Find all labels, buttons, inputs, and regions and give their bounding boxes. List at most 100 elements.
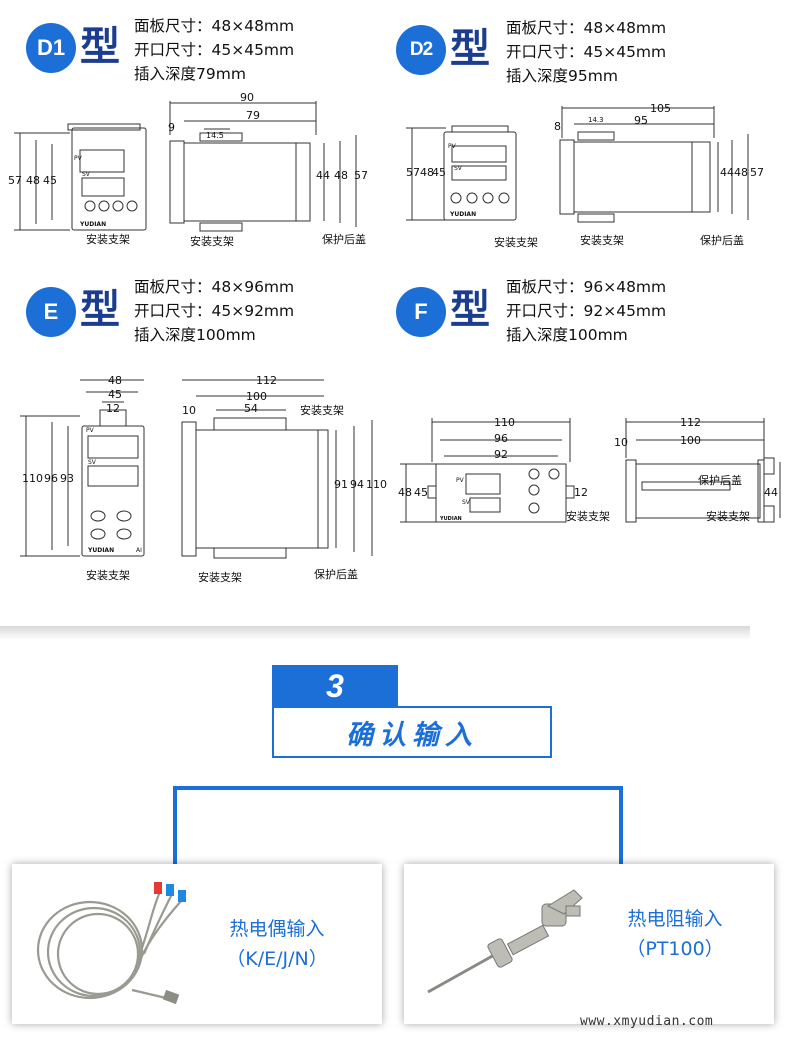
section-separator (0, 626, 750, 640)
spec-list-d1: 面板尺寸：48×48mm 开口尺寸：45×45mm 插入深度79mm (134, 14, 294, 86)
d2-side-dim-bracket: 14.3 (588, 116, 604, 124)
spec-depth-f: 插入深度100mm (506, 326, 628, 344)
e-front-dim-48: 48 (108, 374, 122, 387)
e-brand-label: YUDIAN (87, 547, 114, 554)
d1-front-dim-45: 45 (43, 174, 57, 187)
d2-sv-label: SV (454, 165, 463, 172)
f-front-dim-45: 45 (414, 486, 428, 499)
f-side-drawing: 112 100 10 44 (614, 416, 781, 523)
f-front-dim-110: 110 (494, 416, 515, 429)
d1-side-dim-bezel: 9 (168, 121, 175, 134)
f-front-drawing: 110 96 92 48 45 12 PV SV YUDIAN (398, 416, 588, 523)
e-pv-label: PV (86, 427, 95, 434)
d2-side-dim-48: 48 (734, 166, 748, 179)
d1-front-dim-48: 48 (26, 174, 40, 187)
d2-side-drawing: 105 95 8 14.3 44 48 57 (554, 102, 764, 223)
d2-front-dim-45: 45 (432, 166, 446, 179)
f-front-dim-92: 92 (494, 448, 508, 461)
spec-panel-size-d2: 面板尺寸：48×48mm (506, 19, 667, 37)
e-side-dim-bracket: 54 (244, 402, 258, 415)
e-side-dim-total: 112 (256, 374, 277, 387)
spec-cutout-size-f: 开口尺寸：92×45mm (506, 302, 667, 320)
f-brand-label: YUDIAN (439, 516, 462, 522)
e-front-dim-110: 110 (22, 472, 43, 485)
thermocouple-image (36, 882, 186, 1005)
e-side-dim-body: 100 (246, 390, 267, 403)
f-sv-label: SV (462, 499, 471, 506)
website-watermark: www.xmyudian.com (580, 1014, 714, 1029)
spec-list-f: 面板尺寸：96×48mm 开口尺寸：92×45mm 插入深度100mm (506, 275, 666, 347)
e-side-dim-94: 94 (350, 478, 364, 491)
d1-front-drawing: 57 48 45 PV SV YUDIAN (8, 123, 147, 231)
d2-side-dim-total: 105 (650, 102, 671, 115)
spec-cutout-size-d2: 开口尺寸：45×45mm (506, 43, 667, 61)
f-side-dim-total: 112 (680, 416, 701, 429)
e-side-dim-bezel: 10 (182, 404, 196, 417)
d2-side-dim-44: 44 (720, 166, 734, 179)
model-badge-f: F (396, 287, 446, 337)
f-front-dim-96: 96 (494, 432, 508, 445)
spec-depth-d1: 插入深度79mm (134, 65, 246, 83)
d2-side-dim-body: 95 (634, 114, 648, 127)
e-callout-cover: 保护后盖 (314, 568, 358, 581)
d1-side-dim-57: 57 (354, 169, 368, 182)
d2-front-dim-48: 48 (420, 166, 434, 179)
d1-side-dim-body: 79 (246, 109, 260, 122)
d1-side-dim-48: 48 (334, 169, 348, 182)
model-badge-d2: D2 (396, 25, 446, 75)
step-number: 3 (272, 665, 398, 707)
e-front-dim-45: 45 (108, 388, 122, 401)
e-front-dim-93: 93 (60, 472, 74, 485)
e-callout-bracket-front: 安装支架 (86, 569, 130, 582)
e-front-dim-12: 12 (106, 402, 120, 415)
d2-callout-cover: 保护后盖 (700, 234, 744, 247)
spec-depth-e: 插入深度100mm (134, 326, 256, 344)
d1-pv-label: PV (74, 155, 83, 162)
e-callout-bracket-top: 安装支架 (300, 404, 344, 417)
d1-callout-bracket-front: 安装支架 (86, 233, 130, 246)
d2-side-dim-bezel: 8 (554, 120, 561, 133)
d1-side-dim-total: 90 (240, 91, 254, 104)
spec-cutout-size-d1: 开口尺寸：45×45mm (134, 41, 295, 59)
rtd-label: 热电阻输入 （PT100） (600, 904, 750, 964)
d2-brand-label: YUDIAN (449, 211, 476, 218)
thermocouple-title: 热电偶输入 (229, 918, 325, 940)
e-side-drawing: 112 100 10 54 91 94 110 (181, 374, 387, 559)
d1-sv-label: SV (82, 171, 91, 178)
d2-side-dim-57: 57 (750, 166, 764, 179)
e-sv-label: SV (88, 459, 97, 466)
model-type-char-e: 型 (80, 287, 120, 333)
f-side-dim-bezel: 10 (614, 436, 628, 449)
model-type-char-f: 型 (450, 287, 490, 333)
model-type-char-d2: 型 (450, 26, 490, 72)
d2-pv-label: PV (448, 143, 457, 150)
e-side-dim-91: 91 (334, 478, 348, 491)
spec-list-e: 面板尺寸：48×96mm 开口尺寸：45×92mm 插入深度100mm (134, 275, 294, 347)
d1-side-drawing: 90 79 9 14.5 44 48 57 (168, 91, 368, 232)
d1-side-dim-bracket: 14.5 (206, 131, 224, 140)
e-front-drawing: 48 45 12 110 96 93 PV SV YUDIAN AI (20, 374, 145, 557)
rtd-image (427, 889, 583, 994)
spec-cutout-size-e: 开口尺寸：45×92mm (134, 302, 295, 320)
e-front-dim-96: 96 (44, 472, 58, 485)
d2-callout-bracket-front: 安装支架 (494, 236, 538, 249)
d2-front-drawing: 57 48 45 PV SV YUDIAN (406, 125, 517, 221)
f-pv-label: PV (456, 477, 465, 484)
rtd-type: （PT100） (626, 938, 724, 960)
e-model-label: AI (136, 547, 142, 554)
d1-callout-bracket-side: 安装支架 (190, 235, 234, 248)
rtd-card: 热电阻输入 （PT100） (404, 864, 774, 1024)
e-callout-bracket-side: 安装支架 (198, 571, 242, 584)
f-callout-bracket-side: 安装支架 (706, 510, 750, 523)
f-callout-cover: 保护后盖 (698, 474, 742, 487)
f-side-dim-body: 100 (680, 434, 701, 447)
rtd-title: 热电阻输入 (627, 908, 723, 930)
thermocouple-types: （K/E/J/N） (226, 948, 328, 970)
thermocouple-label: 热电偶输入 （K/E/J/N） (202, 914, 352, 974)
f-front-dim-48: 48 (398, 486, 412, 499)
spec-list-d2: 面板尺寸：48×48mm 开口尺寸：45×45mm 插入深度95mm (506, 16, 666, 88)
d2-callout-bracket-side: 安装支架 (580, 234, 624, 247)
d1-brand-label: YUDIAN (79, 221, 106, 228)
f-front-dim-12: 12 (574, 486, 588, 499)
model-badge-d1: D1 (26, 23, 76, 73)
